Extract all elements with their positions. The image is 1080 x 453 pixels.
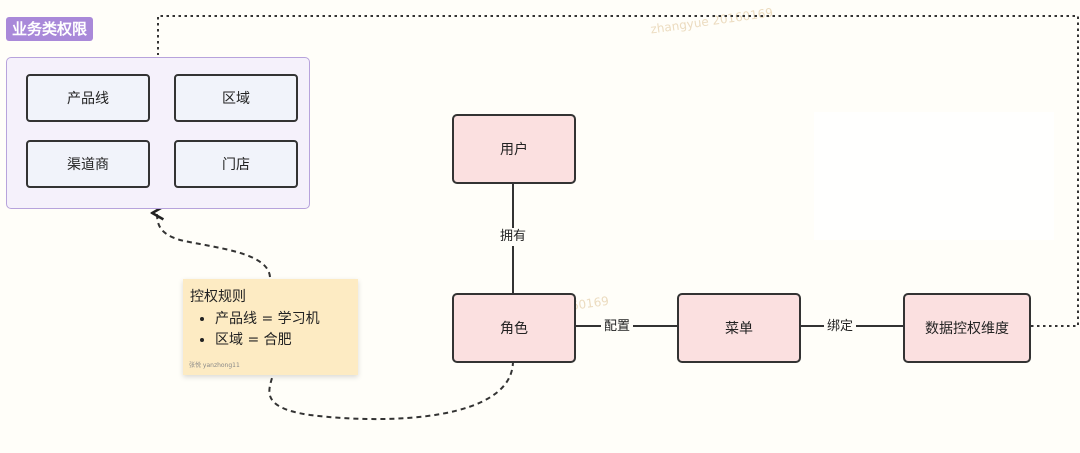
note-author: 张悦 yanzhong11 [189,362,240,369]
note-rule-item: 产品线 = 学习机 [215,309,358,330]
tag-store[interactable]: 门店 [174,140,298,188]
edge-label-bind: 绑定 [823,318,857,336]
tag-region[interactable]: 区域 [174,74,298,122]
node-user[interactable]: 用户 [452,114,576,184]
note-rule-item: 区域 = 合肥 [215,330,358,351]
node-menu[interactable]: 菜单 [677,293,801,363]
node-role[interactable]: 角色 [452,293,576,363]
tag-channel-dealer[interactable]: 渠道商 [26,140,150,188]
note-rule-list: 产品线 = 学习机 区域 = 合肥 [190,309,358,351]
business-permission-group[interactable]: 产品线 区域 渠道商 门店 [6,57,310,209]
dimension-link-line [157,15,1079,327]
rule-link-curve [268,360,514,421]
edge-label-configure: 配置 [600,318,634,336]
background-wash [814,112,1054,240]
rule-arrow-curve [157,213,271,278]
edge-label-has: 拥有 [496,228,530,246]
rule-sticky-note[interactable]: 控权规则 产品线 = 学习机 区域 = 合肥 张悦 yanzhong11 [183,279,358,375]
node-data-dimension[interactable]: 数据控权维度 [903,293,1031,363]
group-title-badge: 业务类权限 [6,17,94,41]
note-title: 控权规则 [190,289,246,305]
tag-product-line[interactable]: 产品线 [26,74,150,122]
